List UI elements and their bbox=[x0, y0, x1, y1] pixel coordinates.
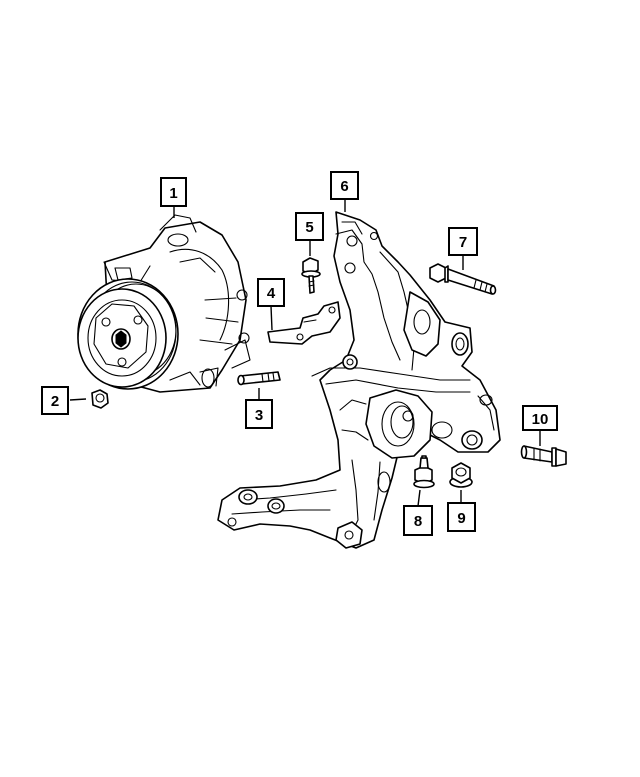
callout-10: 10 bbox=[522, 405, 558, 431]
callout-2: 2 bbox=[41, 386, 69, 415]
long-bolt-part-7 bbox=[429, 263, 497, 295]
svg-text:7: 7 bbox=[459, 234, 467, 251]
svg-text:10: 10 bbox=[532, 411, 549, 428]
stud-part-3 bbox=[237, 371, 281, 386]
mounting-bracket-part-6 bbox=[217, 211, 501, 549]
callout-5: 5 bbox=[295, 212, 324, 241]
svg-text:3: 3 bbox=[255, 407, 263, 424]
callout-8: 8 bbox=[403, 505, 433, 536]
bolt-part-8 bbox=[413, 455, 435, 489]
nut-part-2 bbox=[91, 389, 109, 409]
svg-text:8: 8 bbox=[414, 513, 422, 530]
svg-text:4: 4 bbox=[267, 285, 276, 302]
svg-text:6: 6 bbox=[340, 178, 348, 195]
svg-text:9: 9 bbox=[457, 510, 465, 527]
svg-text:2: 2 bbox=[51, 393, 59, 410]
callout-4: 4 bbox=[257, 278, 285, 307]
callout-6: 6 bbox=[330, 171, 359, 200]
bracket-part-4 bbox=[267, 301, 341, 345]
callout-3: 3 bbox=[245, 399, 273, 429]
callout-9: 9 bbox=[447, 502, 476, 532]
callout-7: 7 bbox=[448, 227, 478, 256]
bolt-part-5 bbox=[301, 257, 321, 294]
svg-text:1: 1 bbox=[169, 185, 177, 202]
bolt-part-10 bbox=[520, 445, 567, 467]
svg-text:5: 5 bbox=[305, 219, 313, 236]
callout-1: 1 bbox=[160, 177, 187, 207]
nut-part-9 bbox=[449, 462, 473, 488]
compressor-part bbox=[77, 214, 251, 393]
